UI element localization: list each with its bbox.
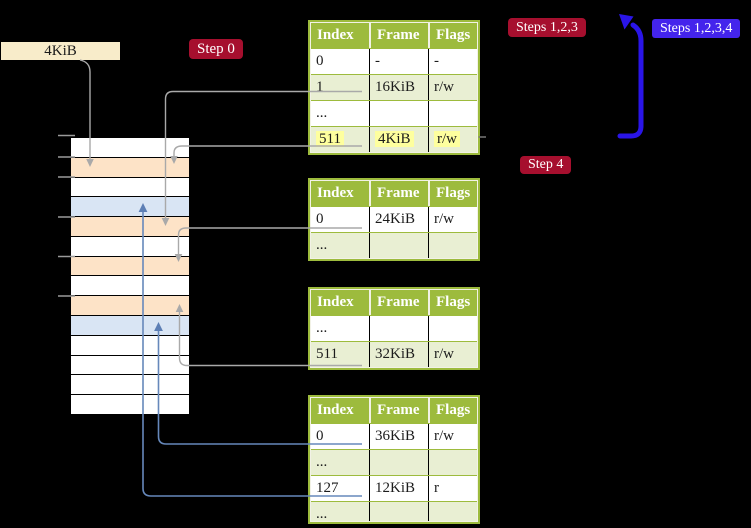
cell-frame: 36KiB <box>369 424 428 449</box>
column-header-frame: Frame <box>369 23 428 48</box>
cell-index: ... <box>316 320 328 336</box>
cell-frame: - <box>369 49 428 74</box>
cell-flags: r/w <box>428 424 477 449</box>
memory-frame-row-0-white <box>71 138 189 157</box>
steps-loop-arrow <box>617 14 644 139</box>
cell-flags <box>428 233 477 258</box>
cell-index: 0 <box>316 211 324 227</box>
steps1234-badge: Steps 1,2,3,4 <box>652 19 741 38</box>
table-row: ... <box>311 100 477 126</box>
cell-frame <box>369 502 428 521</box>
memory-frame-row-8-peach <box>71 295 189 316</box>
cell-frame: 12KiB <box>369 476 428 501</box>
memory-frame-row-11-white <box>71 354 189 375</box>
cell-frame <box>369 450 428 475</box>
cell-index: ... <box>316 454 328 470</box>
column-header-flags: Flags <box>428 398 477 423</box>
column-header-index: Index <box>311 181 369 206</box>
memory-frame-row-7-white <box>71 275 189 296</box>
cell-frame <box>369 233 428 258</box>
cell-frame: 32KiB <box>369 342 428 367</box>
cell-flags <box>428 101 477 126</box>
table-row: ... <box>311 501 477 521</box>
cell-index: 1 <box>316 79 324 95</box>
column-header-index: Index <box>311 290 369 315</box>
column-header-frame: Frame <box>369 181 428 206</box>
highlighted-value: r/w <box>434 131 460 147</box>
cell-flags <box>428 502 477 521</box>
cell-frame: 16KiB <box>369 75 428 100</box>
memory-frame-row-9-blue <box>71 315 189 335</box>
cell-index: 127 <box>316 480 339 496</box>
cell-flags <box>428 316 477 341</box>
memory-frame-row-3-blue <box>71 196 189 217</box>
memory-frame-row-4-peach <box>71 216 189 236</box>
cell-frame: 4KiB <box>369 127 428 152</box>
steps-loop-arrowhead <box>619 14 634 30</box>
cell-index: ... <box>316 105 328 121</box>
column-header-flags: Flags <box>428 23 477 48</box>
column-header-index: Index <box>311 23 369 48</box>
highlighted-value: 4KiB <box>375 131 414 147</box>
step0-badge: Step 0 <box>189 39 243 59</box>
memory-frame-row-10-white <box>71 334 189 355</box>
cell-flags: r/w <box>428 127 477 152</box>
column-header-flags: Flags <box>428 181 477 206</box>
cell-frame <box>369 101 428 126</box>
memory-frame-row-2-white <box>71 176 189 197</box>
cell-index: 0 <box>316 428 324 444</box>
table-row: 511 4KiB r/w <box>311 126 477 152</box>
cell-flags: - <box>428 49 477 74</box>
column-header-index: Index <box>311 398 369 423</box>
memory-frame-row-12-white <box>71 374 189 395</box>
cell-frame <box>369 316 428 341</box>
cell-flags: r/w <box>428 342 477 367</box>
highlighted-value: 511 <box>316 131 344 147</box>
table-row: ... <box>311 315 477 341</box>
table-row: ... <box>311 232 477 258</box>
table-row: 0 -- <box>311 48 477 74</box>
step4-badge: Step 4 <box>520 156 572 174</box>
cell-index: ... <box>316 237 328 253</box>
column-header-flags: Flags <box>428 290 477 315</box>
cell-index: 511 <box>311 127 369 152</box>
table-row: ... <box>311 449 477 475</box>
cell-index: 511 <box>316 346 338 362</box>
column-header-frame: Frame <box>369 398 428 423</box>
steps123-badge: Steps 1,2,3 <box>508 18 586 37</box>
cell-flags: r/w <box>428 207 477 232</box>
cell-index: 0 <box>316 53 324 69</box>
memory-frame-row-1-peach <box>71 156 189 177</box>
column-header-frame: Frame <box>369 290 428 315</box>
memory-frame-row-6-peach <box>71 255 189 276</box>
cell-frame: 24KiB <box>369 207 428 232</box>
cell-flags <box>428 450 477 475</box>
cell-flags: r <box>428 476 477 501</box>
page-size-label: 4KiB <box>1 42 120 60</box>
physical-memory-column <box>70 137 190 415</box>
cell-index: ... <box>316 506 328 521</box>
memory-frame-row-13-white <box>71 394 189 414</box>
memory-frame-row-5-white <box>71 235 189 256</box>
cell-flags: r/w <box>428 75 477 100</box>
